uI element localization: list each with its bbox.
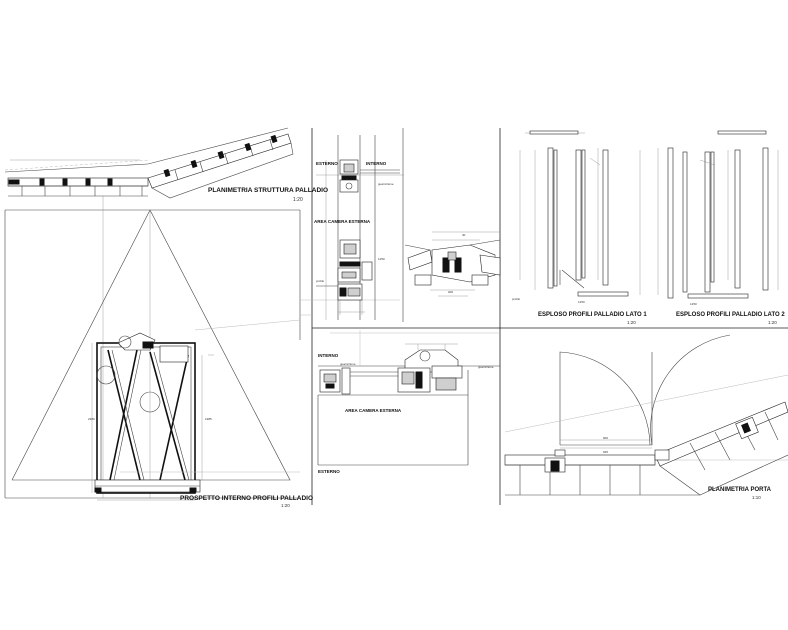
svg-text:1985: 1985 — [205, 417, 212, 421]
svg-text:profilo: profilo — [316, 279, 325, 283]
section-vertical-drawing: profilo 1250 guarnizione — [316, 128, 404, 322]
svg-text:guarnizione: guarnizione — [340, 362, 356, 366]
elevation-title: PROSPETTO INTERNO PROFILI PALLADIO — [180, 495, 313, 502]
plan-structure-drawing — [4, 127, 294, 199]
plan-door-scale: 1:10 — [752, 495, 761, 500]
panel-dividers — [311, 128, 788, 505]
angled-detail-drawing: 40 200 — [404, 231, 501, 297]
svg-text:1250: 1250 — [378, 257, 385, 261]
exploded-side1-title: ESPLOSO PROFILI PALLADIO LATO 1 — [538, 312, 647, 318]
elevation-drawing: 2380 1985 — [4, 196, 400, 501]
svg-text:1250: 1250 — [578, 300, 585, 304]
svg-text:guarnizione: guarnizione — [478, 365, 494, 369]
svg-text:2380: 2380 — [88, 417, 95, 421]
svg-text:900: 900 — [603, 436, 608, 440]
exploded-side1-scale: 1:20 — [627, 320, 636, 325]
exploded-side2-title: ESPLOSO PROFILI PALLADIO LATO 2 — [676, 312, 785, 318]
elevation-scale: 1:20 — [281, 503, 290, 508]
exploded-profiles-side2-drawing: 1250 — [639, 130, 779, 306]
plan-structure-scale: 1:20 — [293, 197, 303, 203]
section-horizontal-area-label: AREA CAMERA ESTERNA — [345, 408, 402, 413]
section-horizontal-drawing: guarnizione guarnizione — [317, 330, 500, 466]
svg-text:40: 40 — [462, 233, 466, 237]
section-vertical-area-label: AREA CAMERA ESTERNA — [314, 219, 371, 224]
section-horizontal-interno-label: INTERNO — [318, 353, 339, 358]
svg-text:200: 200 — [448, 290, 453, 294]
svg-text:1250: 1250 — [690, 302, 697, 306]
plan-structure-title: PLANIMETRIA STRUTTURA PALLADIO — [208, 187, 328, 194]
svg-text:925: 925 — [603, 450, 608, 454]
exploded-side2-scale: 1:20 — [768, 320, 777, 325]
plan-door-title: PLANIMETRIA PORTA — [708, 487, 772, 493]
section-vertical-esterno-label: ESTERNO — [316, 161, 338, 166]
plan-door-drawing: 900 925 — [504, 334, 788, 496]
svg-text:profilo: profilo — [512, 297, 521, 301]
section-horizontal-esterno-label: ESTERNO — [318, 469, 340, 474]
svg-text:guarnizione: guarnizione — [378, 182, 394, 186]
section-vertical-interno-label: INTERNO — [366, 161, 387, 166]
exploded-profiles-side1-drawing: profilo 1250 — [512, 130, 629, 304]
